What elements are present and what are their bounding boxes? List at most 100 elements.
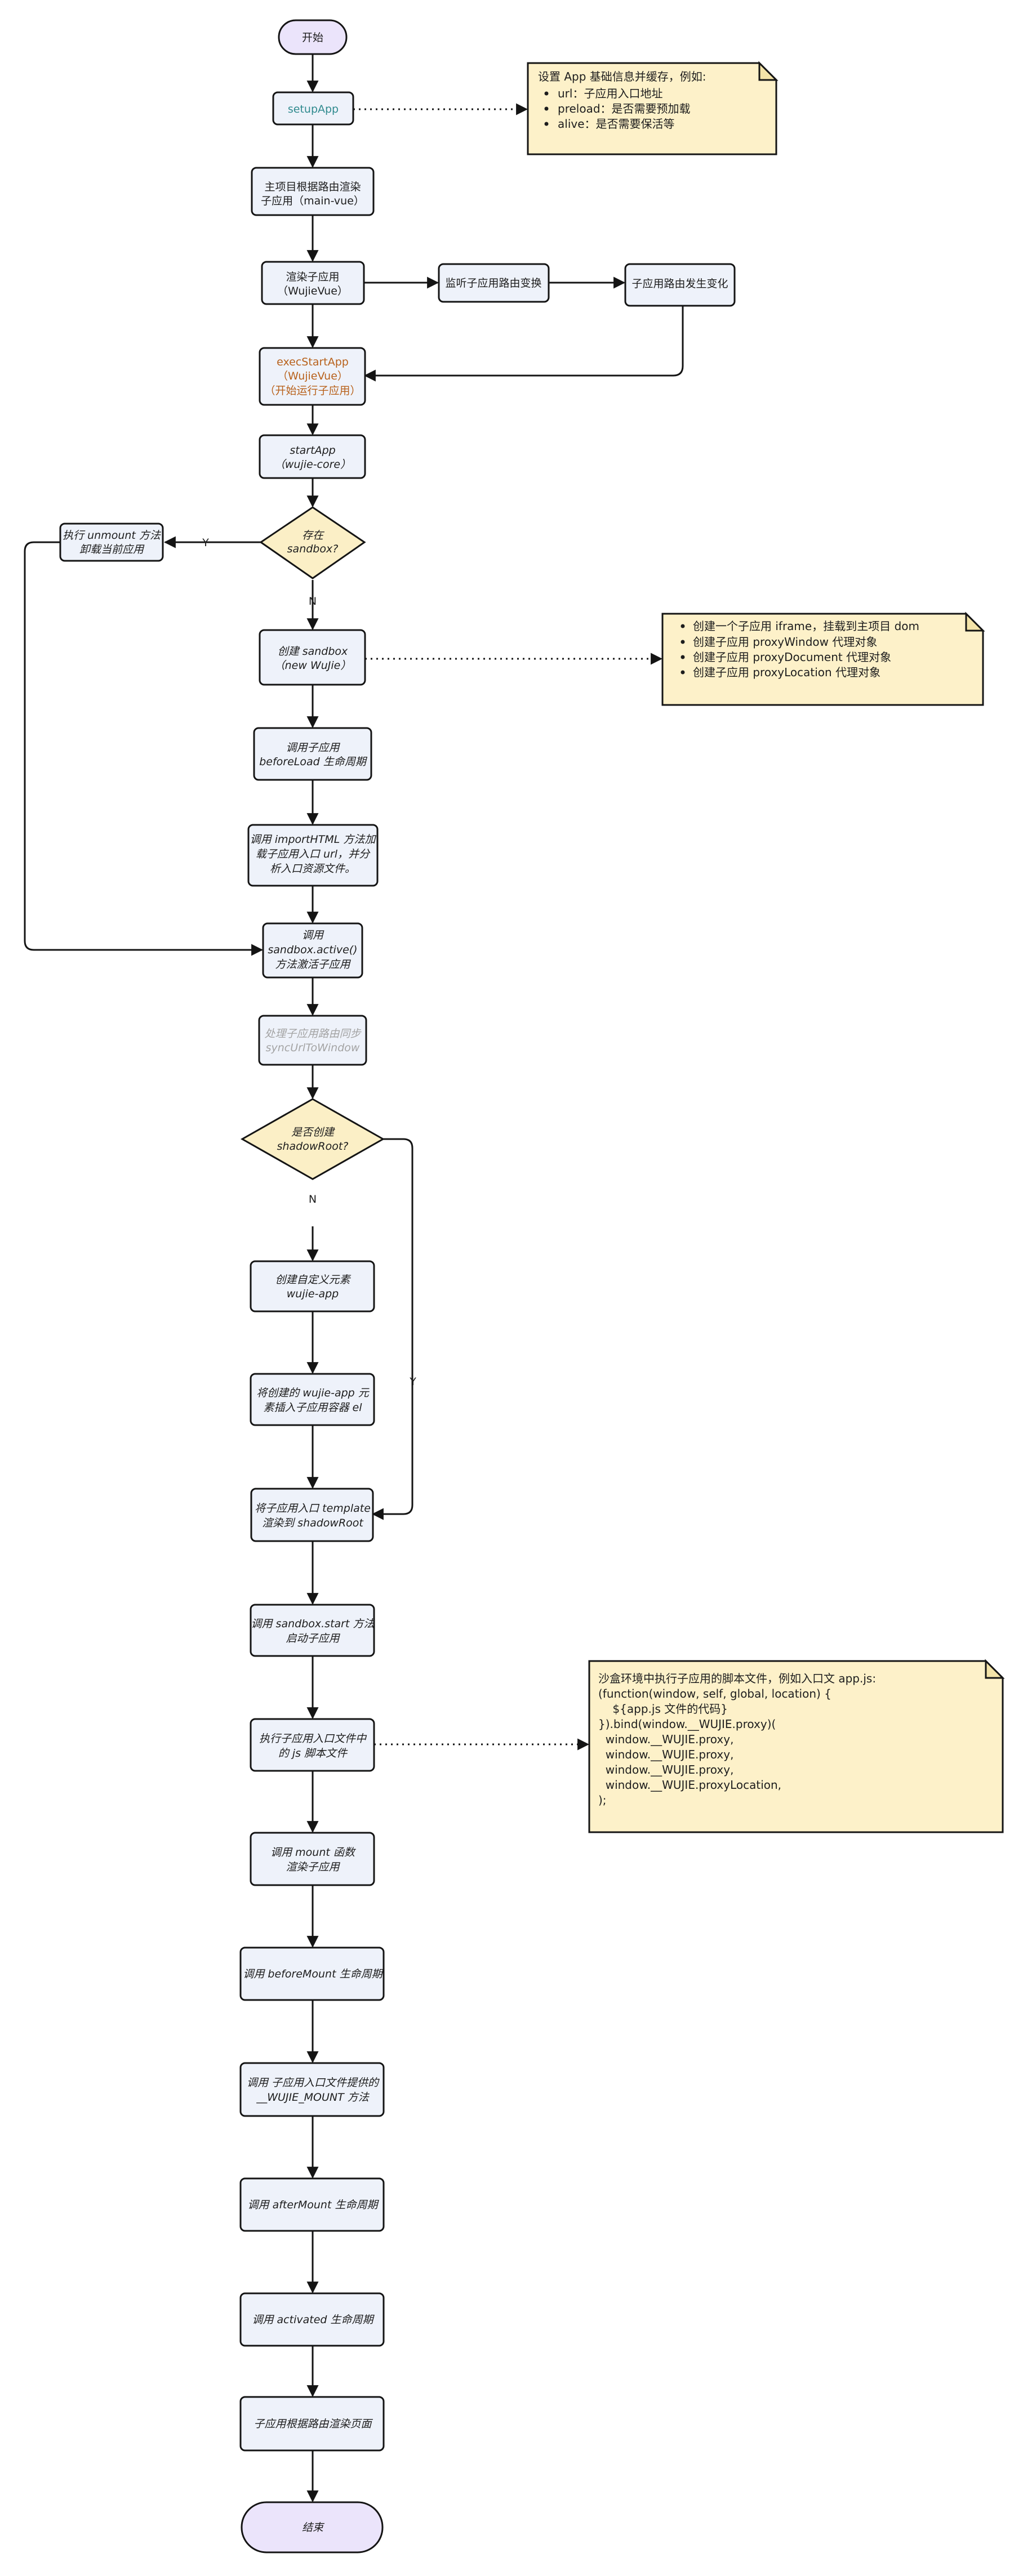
svg-text:调用 beforeMount 生命周期: 调用 beforeMount 生命周期 xyxy=(243,1968,384,1980)
edges xyxy=(24,54,684,2503)
svg-text:创建 sandbox: 创建 sandbox xyxy=(278,645,348,658)
svg-text:结束: 结束 xyxy=(302,2521,325,2534)
svg-text:（new WuJie）: （new WuJie） xyxy=(274,659,352,672)
svg-text:sandbox.active(): sandbox.active() xyxy=(268,944,357,956)
svg-text:沙盒环境中执行子应用的脚本文件，例如入口文 app.js:: 沙盒环境中执行子应用的脚本文件，例如入口文 app.js: xyxy=(598,1672,876,1685)
edge-label-yes: Y xyxy=(202,537,209,549)
svg-text:创建子应用 proxyDocument 代理对象: 创建子应用 proxyDocument 代理对象 xyxy=(693,650,891,664)
edge-label-no: N xyxy=(309,1193,317,1206)
svg-text:beforeLoad 生命周期: beforeLoad 生命周期 xyxy=(259,756,368,768)
svg-text:（WujieVue）: （WujieVue） xyxy=(277,370,348,382)
sandbox-active-node: 调用 sandbox.active() 方法激活子应用 xyxy=(262,922,363,979)
edge-shadow-rendertemplate xyxy=(371,1138,413,1520)
svg-text:（WujieVue）: （WujieVue） xyxy=(277,285,348,297)
edge-label-no: N xyxy=(309,595,317,608)
svg-text:渲染子应用: 渲染子应用 xyxy=(286,271,339,283)
bullet-icon xyxy=(680,640,685,644)
svg-text:创建子应用 proxyLocation 代理对象: 创建子应用 proxyLocation 代理对象 xyxy=(693,666,880,679)
svg-text:将创建的 wujie-app 元: 将创建的 wujie-app 元 xyxy=(256,1387,370,1399)
svg-text:（开始运行子应用）: （开始运行子应用） xyxy=(264,385,361,397)
svg-text:创建一个子应用 iframe，挂载到主项目 dom: 创建一个子应用 iframe，挂载到主项目 dom xyxy=(693,619,919,633)
svg-text:调用 sandbox.start 方法: 调用 sandbox.start 方法 xyxy=(251,1618,376,1630)
script-note: 沙盒环境中执行子应用的脚本文件，例如入口文 app.js: (function(… xyxy=(588,1659,1005,1833)
svg-text:}).bind(window.__WUJIE.proxy)(: }).bind(window.__WUJIE.proxy)( xyxy=(598,1717,776,1731)
svg-text:window.__WUJIE.proxyLocation,: window.__WUJIE.proxyLocation, xyxy=(598,1778,781,1792)
svg-text:是否创建: 是否创建 xyxy=(291,1126,335,1139)
svg-text:调用 afterMount 生命周期: 调用 afterMount 生命周期 xyxy=(248,2199,380,2211)
insert-element-node: 将创建的 wujie-app 元 素插入子应用容器 el xyxy=(250,1373,375,1426)
bullet-icon xyxy=(544,106,549,111)
svg-text:调用 importHTML 方法加: 调用 importHTML 方法加 xyxy=(250,833,377,846)
svg-text:执行子应用入口文件中: 执行子应用入口文件中 xyxy=(259,1733,367,1745)
svg-text:（wujie-core）: （wujie-core） xyxy=(274,458,351,471)
svg-text:startApp: startApp xyxy=(290,444,335,457)
svg-text:调用 子应用入口文件提供的: 调用 子应用入口文件提供的 xyxy=(247,2077,380,2089)
svg-text:析入口资源文件。: 析入口资源文件。 xyxy=(270,863,355,875)
edge-change-execstart xyxy=(363,306,684,382)
bullet-icon xyxy=(680,624,685,628)
svg-text:调用 mount 函数: 调用 mount 函数 xyxy=(270,1846,357,1859)
edge-label-yes: Y xyxy=(409,1376,416,1388)
exec-start-app-node: execStartApp （WujieVue） （开始运行子应用） xyxy=(259,347,366,406)
setup-app-node: setupApp xyxy=(272,91,354,126)
svg-text:的 js 脚本文件: 的 js 脚本文件 xyxy=(278,1747,348,1760)
before-mount-node: 调用 beforeMount 生命周期 xyxy=(239,1946,385,2001)
svg-text:启动子应用: 启动子应用 xyxy=(286,1632,340,1645)
svg-text:处理子应用路由同步: 处理子应用路由同步 xyxy=(264,1028,362,1040)
svg-text:创建自定义元素: 创建自定义元素 xyxy=(275,1274,351,1286)
svg-text:shadowRoot?: shadowRoot? xyxy=(277,1140,349,1153)
svg-text:sandbox?: sandbox? xyxy=(287,543,339,555)
svg-text:监听子应用路由变换: 监听子应用路由变换 xyxy=(445,277,541,289)
svg-text:子应用路由发生变化: 子应用路由发生变化 xyxy=(631,278,728,290)
render-template-node: 将子应用入口 template 渲染到 shadowRoot xyxy=(250,1488,374,1542)
wujie-mount-node: 调用 子应用入口文件提供的 __WUJIE_MOUNT 方法 xyxy=(239,2062,385,2117)
end-terminal: 结束 xyxy=(241,2501,384,2553)
svg-text:setupApp: setupApp xyxy=(288,103,339,115)
svg-text:创建子应用 proxyWindow 代理对象: 创建子应用 proxyWindow 代理对象 xyxy=(693,635,877,649)
svg-text:调用子应用: 调用子应用 xyxy=(286,742,340,754)
svg-text:);: ); xyxy=(598,1793,607,1807)
activated-node: 调用 activated 生命周期 xyxy=(239,2292,385,2347)
route-render-node: 子应用根据路由渲染页面 xyxy=(239,2396,385,2452)
svg-text:调用 activated 生命周期: 调用 activated 生命周期 xyxy=(252,2314,375,2326)
setup-note: 设置 App 基础信息并缓存，例如: url：子应用入口地址 preload：是… xyxy=(527,61,779,155)
render-sub-node: 渲染子应用 （WujieVue） xyxy=(261,261,365,305)
svg-text:window.__WUJIE.proxy,: window.__WUJIE.proxy, xyxy=(598,1733,733,1746)
create-sandbox-node: 创建 sandbox （new WuJie） xyxy=(259,629,366,686)
svg-text:${app.js 文件的代码}: ${app.js 文件的代码} xyxy=(598,1702,728,1716)
sync-url-node: 处理子应用路由同步 syncUrlToWindow xyxy=(258,1015,367,1066)
svg-text:渲染到 shadowRoot: 渲染到 shadowRoot xyxy=(262,1517,364,1529)
import-html-node: 调用 importHTML 方法加 载子应用入口 url，并分 析入口资源文件。 xyxy=(247,824,379,887)
after-mount-node: 调用 afterMount 生命周期 xyxy=(239,2177,385,2232)
svg-text:execStartApp: execStartApp xyxy=(277,356,349,368)
start-app-node: startApp （wujie-core） xyxy=(259,434,366,479)
bullet-icon xyxy=(680,655,685,659)
exec-js-node: 执行子应用入口文件中 的 js 脚本文件 xyxy=(250,1718,375,1772)
main-render-node: 主项目根据路由渲染 子应用（main-vue） xyxy=(251,167,375,216)
svg-text:载子应用入口 url，并分: 载子应用入口 url，并分 xyxy=(256,848,371,860)
svg-text:alive：是否需要保活等: alive：是否需要保活等 xyxy=(558,117,675,131)
svg-text:(function(window, self, global: (function(window, self, global, location… xyxy=(598,1687,831,1700)
svg-text:syncUrlToWindow: syncUrlToWindow xyxy=(266,1042,360,1054)
svg-text:卸载当前应用: 卸载当前应用 xyxy=(79,543,145,556)
svg-text:存在: 存在 xyxy=(302,529,325,542)
svg-text:window.__WUJIE.proxy,: window.__WUJIE.proxy, xyxy=(598,1763,733,1776)
bullet-icon xyxy=(544,122,549,126)
svg-text:开始: 开始 xyxy=(302,32,323,44)
listen-route-node: 监听子应用路由变换 xyxy=(438,263,550,303)
sandbox-start-node: 调用 sandbox.start 方法 启动子应用 xyxy=(250,1604,376,1657)
svg-text:执行 unmount 方法: 执行 unmount 方法 xyxy=(63,529,162,542)
create-element-node: 创建自定义元素 wujie-app xyxy=(250,1260,375,1312)
svg-text:子应用根据路由渲染页面: 子应用根据路由渲染页面 xyxy=(253,2418,373,2430)
svg-text:主项目根据路由渲染: 主项目根据路由渲染 xyxy=(264,181,361,193)
svg-text:preload：是否需要预加载: preload：是否需要预加载 xyxy=(558,102,691,115)
edge-unmount-active xyxy=(24,541,264,956)
svg-text:__WUJIE_MOUNT 方法: __WUJIE_MOUNT 方法 xyxy=(256,2091,370,2104)
start-terminal: 开始 xyxy=(278,19,348,55)
sandbox-exists-decision: 存在 sandbox? xyxy=(259,506,366,579)
create-shadow-decision: 是否创建 shadowRoot? xyxy=(240,1098,385,1180)
svg-text:url：子应用入口地址: url：子应用入口地址 xyxy=(558,87,662,100)
svg-text:将子应用入口 template: 将子应用入口 template xyxy=(255,1502,371,1515)
bullet-icon xyxy=(680,670,685,675)
